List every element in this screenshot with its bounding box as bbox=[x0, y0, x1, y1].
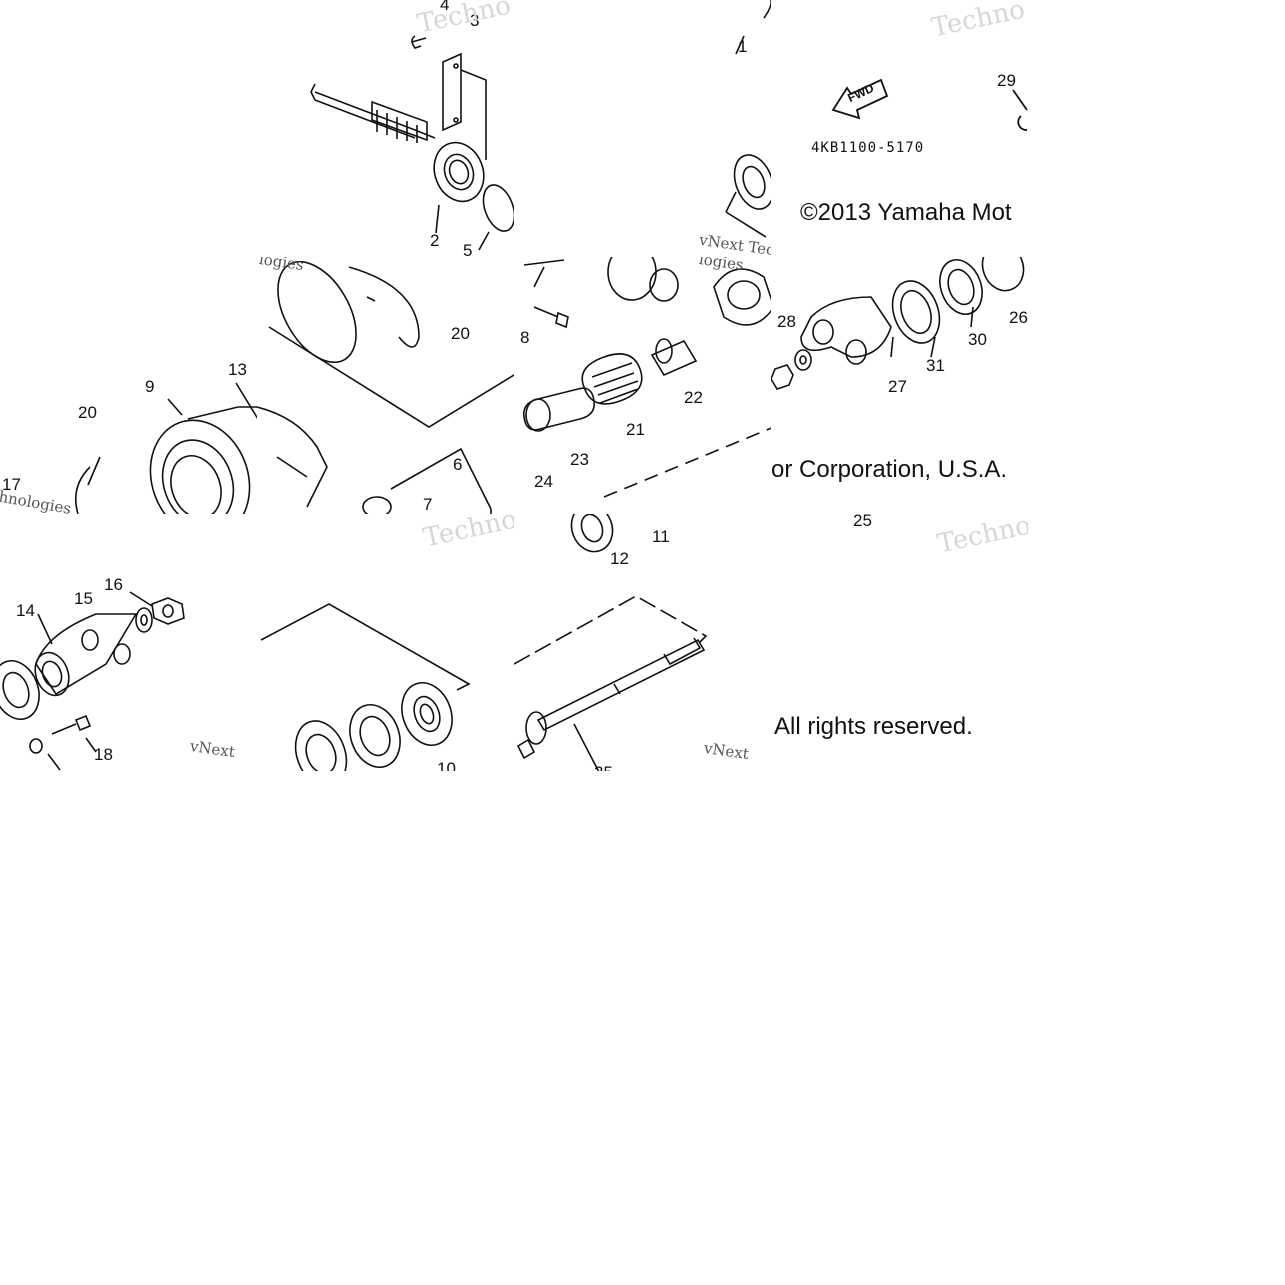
callout-20b: 20 bbox=[451, 324, 470, 343]
diagram-tile-shaft-bearing: 4 3 2 5 Techno vNext Tec bbox=[257, 0, 514, 257]
callout-15: 15 bbox=[74, 589, 93, 608]
callout-25: 25 bbox=[853, 514, 872, 530]
spring-collar-drawing bbox=[522, 257, 771, 498]
diagram-tile-bearing-set: 10 Techno bbox=[257, 514, 514, 771]
callout-6: 6 bbox=[453, 455, 463, 474]
diagram-tile-housing-gasket: 9 13 20 17 chnologies bbox=[0, 257, 257, 514]
diagram-tile-cover-gear: 20 6 7 19 logies bbox=[257, 257, 514, 514]
callout-16: 16 bbox=[104, 575, 123, 594]
callout-31: 31 bbox=[926, 356, 945, 375]
diagram-tile-spring-collar: 8 22 21 23 24 logies bbox=[514, 257, 771, 514]
callout-8: 8 bbox=[520, 328, 530, 347]
callout-7: 7 bbox=[423, 495, 433, 514]
callout-24: 24 bbox=[534, 472, 553, 491]
diagram-tile-upper-bearing: 1 vNext Tec bbox=[514, 0, 771, 257]
bearing-set-drawing bbox=[260, 603, 471, 771]
callout-13: 13 bbox=[228, 360, 247, 379]
callout-28: 28 bbox=[777, 312, 796, 331]
callout-2: 2 bbox=[430, 231, 440, 250]
copyright-line-2: or Corporation, U.S.A. bbox=[771, 456, 1008, 483]
diagram-tile-flange-yoke: 16 15 14 18 vNext bbox=[0, 514, 257, 771]
callout-26: 26 bbox=[1009, 308, 1028, 327]
flange-yoke-drawing bbox=[0, 591, 185, 771]
callout-11: 11 bbox=[652, 527, 670, 546]
callout-30: 30 bbox=[968, 330, 987, 349]
callout-10: 10 bbox=[437, 759, 456, 771]
callout-1: 1 bbox=[738, 37, 748, 56]
diagram-tile-fwd-copyright: 29 4KB1100-5170 ©2013 Yamaha Mot Techno … bbox=[771, 0, 1028, 257]
callout-20a: 20 bbox=[78, 403, 97, 422]
callout-23: 23 bbox=[570, 450, 589, 469]
callout-29: 29 bbox=[997, 71, 1016, 90]
callout-4: 4 bbox=[440, 0, 450, 14]
callout-17: 17 bbox=[2, 475, 21, 494]
part-code: 4KB1100-5170 bbox=[811, 140, 925, 156]
shaft-bearing-drawing bbox=[310, 35, 514, 251]
copyright-line-3: All rights reserved. bbox=[774, 713, 973, 740]
callout-35: 35 bbox=[594, 764, 613, 771]
callout-14: 14 bbox=[16, 601, 35, 620]
cover-gear-drawing bbox=[257, 260, 514, 514]
fwd-arrow-drawing bbox=[831, 78, 1028, 131]
housing-gasket-drawing bbox=[74, 382, 257, 514]
callout-9: 9 bbox=[145, 377, 155, 396]
callout-21: 21 bbox=[626, 420, 645, 439]
upper-bearing-drawing bbox=[725, 0, 771, 238]
copyright-line-1: ©2013 Yamaha Mot bbox=[800, 199, 1012, 226]
diagram-tile-copyright-end: 25 Techno All rights reserved. bbox=[771, 514, 1028, 771]
watermark-techno-4: Techno bbox=[934, 514, 1028, 560]
callout-18: 18 bbox=[94, 745, 113, 764]
callout-3: 3 bbox=[470, 11, 480, 30]
yoke-drawing bbox=[771, 257, 1025, 390]
diagram-tile-yoke-corp: 28 27 31 30 26 or Corporation, U.S.A. bbox=[771, 257, 1028, 514]
diagram-tile-drive-shaft: 12 11 35 vNext bbox=[514, 514, 771, 771]
callout-5: 5 bbox=[463, 241, 473, 257]
callout-22: 22 bbox=[684, 388, 703, 407]
drive-shaft-drawing bbox=[514, 514, 708, 771]
callout-27: 27 bbox=[888, 377, 907, 396]
callout-12: 12 bbox=[610, 549, 629, 568]
